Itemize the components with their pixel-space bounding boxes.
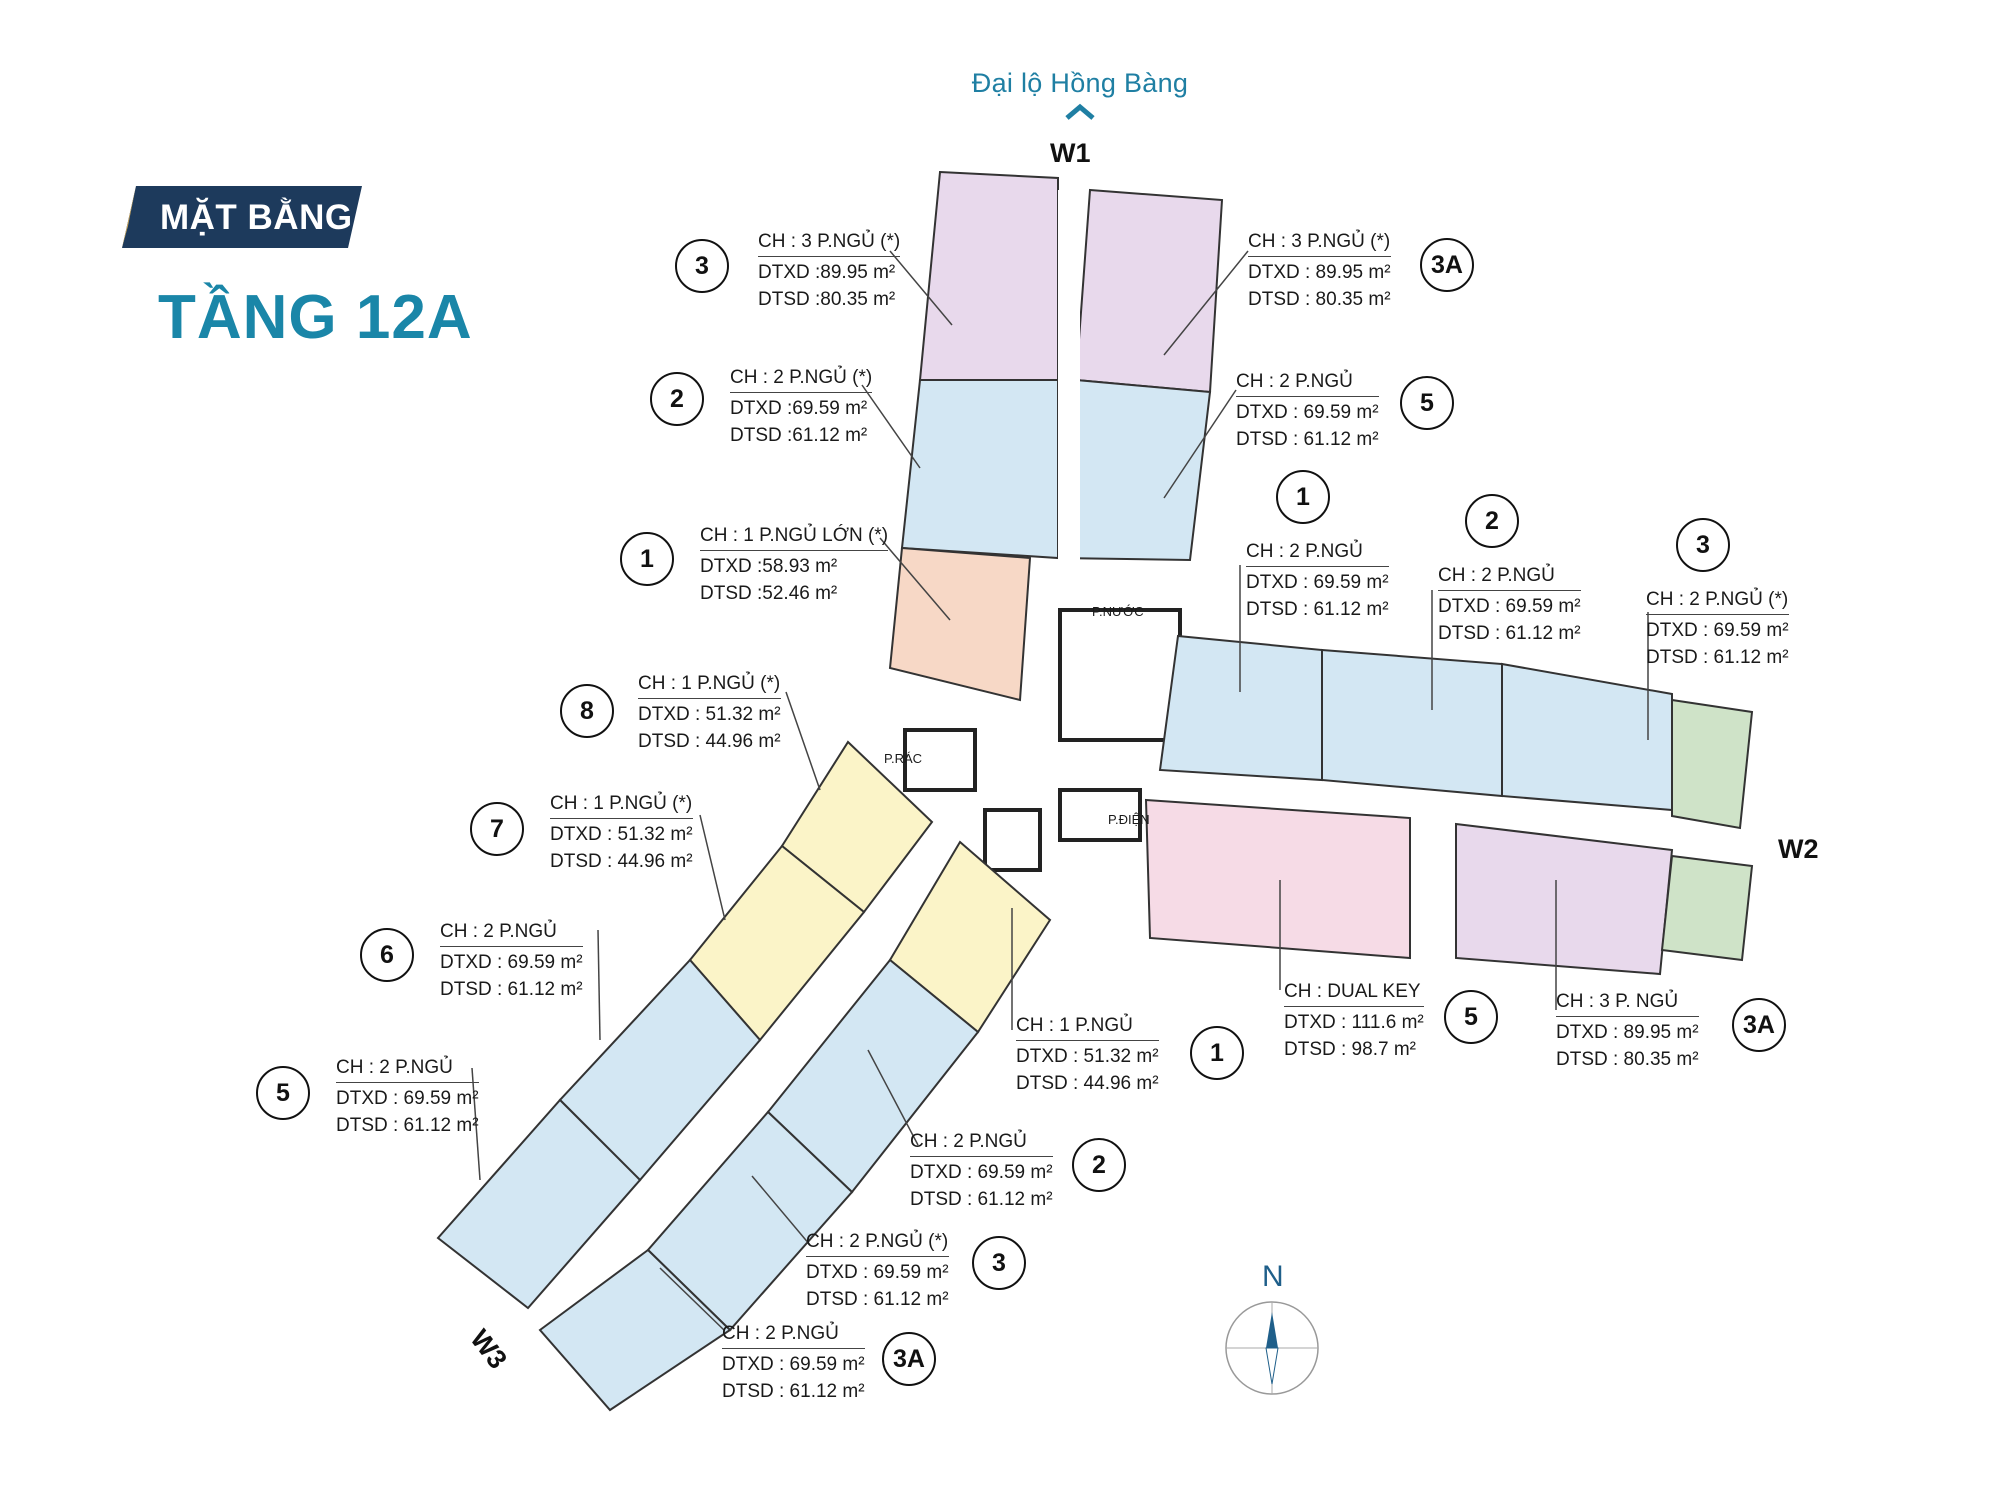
wing-w2	[1144, 634, 1754, 976]
unit-number: 1	[620, 532, 674, 586]
unit-number: 5	[256, 1066, 310, 1120]
unit-number: 6	[360, 928, 414, 982]
title-badge	[122, 186, 362, 248]
road-label: Đại lộ Hồng Bàng	[971, 68, 1189, 98]
unit-number: 3A	[1732, 998, 1786, 1052]
unit-number: 1	[1276, 470, 1330, 524]
wing-w3	[436, 740, 1052, 1412]
unit-number: 2	[650, 372, 704, 426]
apt-w2-3	[1501, 662, 1673, 812]
terrace-w2-3	[1671, 698, 1754, 830]
compass-icon	[1225, 1301, 1319, 1395]
unit-number: 3	[972, 1236, 1026, 1290]
apt-w2-2	[1321, 648, 1503, 798]
wing-label-w2: W2	[1778, 834, 1819, 864]
page-title: TẦNG 12A	[158, 283, 473, 352]
unit-number: 3A	[1420, 238, 1474, 292]
chevron-up-icon	[1065, 103, 1095, 120]
facility-p-nuoc: P.NƯỚC	[1092, 604, 1144, 619]
unit-number: 2	[1072, 1138, 1126, 1192]
apt-w1-3	[918, 170, 1059, 381]
unit-number: 3	[675, 239, 729, 293]
unit-number: 5	[1400, 376, 1454, 430]
facility-p-rac: P.RÁC	[884, 751, 923, 766]
unit-number: 8	[560, 684, 614, 738]
unit-number: 7	[470, 802, 524, 856]
wing-w1	[888, 170, 1224, 702]
unit-number: 5	[1444, 990, 1498, 1044]
wing-label-w1: W1	[1050, 138, 1091, 168]
apt-w1-2	[900, 379, 1059, 560]
north-label: N	[1262, 1260, 1284, 1293]
terrace-w2-3a	[1660, 854, 1754, 962]
w1-corridor	[1058, 190, 1080, 570]
unit-number: 3A	[882, 1332, 936, 1386]
facility-p-dien: P.ĐIỆN	[1108, 812, 1150, 827]
badge-label: MẶT BẰNG	[160, 198, 353, 237]
apt-w2-1	[1158, 634, 1323, 782]
unit-number: 2	[1465, 494, 1519, 548]
apt-w3-5	[436, 1098, 642, 1310]
apt-w1-1	[888, 546, 1032, 702]
unit-number: 3	[1676, 518, 1730, 572]
apt-w2-3a	[1455, 822, 1674, 976]
core	[903, 608, 1182, 872]
apt-w1-5	[1056, 378, 1212, 562]
apt-w1-3a	[1074, 188, 1224, 394]
leader-lines	[471, 250, 1649, 1331]
unit-number: 1	[1190, 1026, 1244, 1080]
apt-w2-5	[1144, 798, 1411, 960]
